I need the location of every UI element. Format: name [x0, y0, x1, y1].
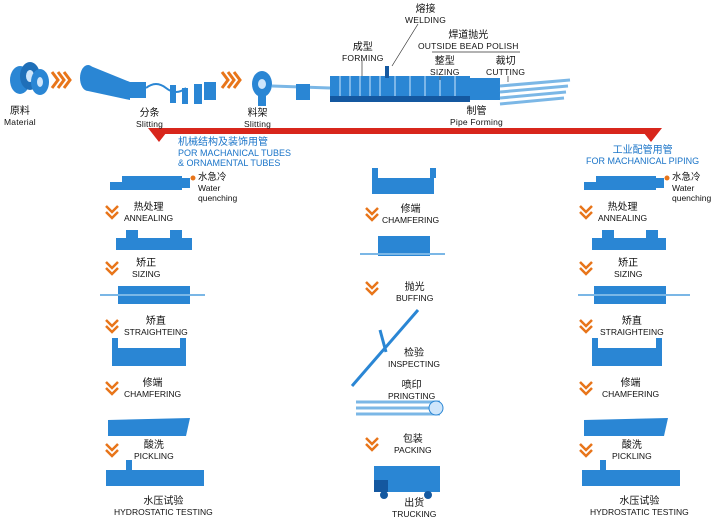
left-quench-label: 水急冷 Water quenching [198, 172, 238, 204]
left-sizing-machine-icon [116, 230, 192, 250]
step-chevron-icon [105, 205, 593, 458]
right-sizing-machine-icon [592, 230, 666, 250]
left-branch-title: 机械结构及装饰用管 POR MACHANICAL TUBES & ORNAMEN… [178, 137, 292, 169]
right-annealing-machine-icon [584, 176, 664, 190]
right-straightening-machine-icon [578, 286, 690, 304]
left-pickling-tank-icon [108, 418, 190, 436]
truck-icon [374, 466, 440, 499]
slitting-machine-icon [80, 65, 216, 104]
flow-chevron-icon [50, 71, 242, 89]
pipe-bundle-icon [356, 400, 444, 416]
branch-arrow-icon [148, 128, 662, 142]
right-branch-title: 工业配管用管 FOR MACHANICAL PIPING [586, 145, 700, 167]
left-chamfering-machine-icon [112, 338, 186, 366]
middle-chamfering-machine-icon [372, 168, 436, 194]
reel-stand-icon [252, 71, 272, 106]
right-quench-label: 水急冷 Water quenching [672, 172, 712, 204]
left-annealing-machine-icon [110, 176, 190, 190]
right-pickling-tank-icon [584, 418, 668, 436]
left-straightening-machine-icon [100, 286, 205, 304]
caliper-inspection-icon [350, 309, 420, 387]
left-hydrostatic-machine-icon [106, 460, 204, 486]
middle-buffing-machine-icon [360, 236, 445, 256]
right-chamfering-machine-icon [592, 338, 662, 366]
forming-line-icon [330, 66, 500, 102]
right-hydrostatic-machine-icon [582, 460, 680, 486]
material-coils-icon [10, 62, 49, 95]
finished-pipes-icon [499, 78, 571, 106]
